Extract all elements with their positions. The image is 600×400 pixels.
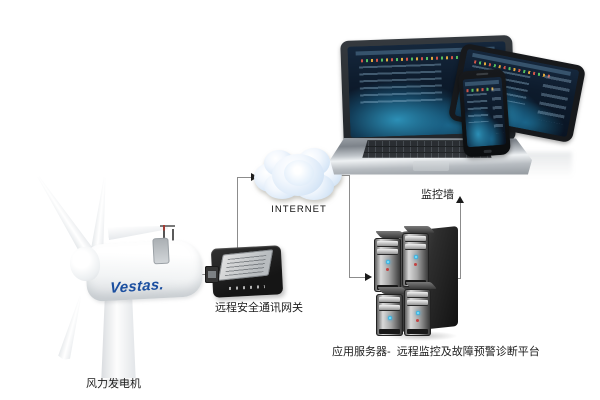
status-led: [416, 319, 419, 322]
dashboard-side-panel: [536, 74, 572, 125]
phone-home-button: [483, 149, 492, 154]
drive-bay: [407, 292, 428, 297]
gateway-port-markings: [228, 285, 265, 290]
dashboard-data-rows: [359, 63, 443, 105]
server-foot: [379, 329, 400, 334]
gateway-node: [210, 245, 284, 298]
drive-bay: [379, 297, 400, 302]
dashboard-header-bar: [464, 80, 500, 87]
connector-gateway-internet-horizontal: [237, 177, 253, 178]
status-led: [386, 268, 389, 271]
anemometer-icon: [172, 229, 174, 241]
wind-turbine-label: 风力发电机: [86, 378, 141, 390]
dashboard-status-dots: [466, 86, 494, 92]
dashboard-data-rows: [466, 92, 489, 123]
drive-bay: [405, 244, 426, 249]
drive-bay: [379, 305, 400, 310]
status-led: [414, 263, 417, 266]
anemometer-icon: [160, 225, 175, 227]
connector-servers-wall-vertical: [460, 203, 461, 279]
monitor-wall-node: [330, 28, 587, 190]
gateway-ethernet-port-icon: [205, 266, 219, 283]
turbine-shadow: [92, 377, 144, 387]
dashboard-side-panel: [491, 87, 504, 134]
power-led: [385, 260, 390, 264]
server-foot: [407, 329, 428, 334]
turbine-blade-icon: [57, 294, 87, 361]
server-top-face: [404, 282, 438, 289]
dashboard-screen: [462, 76, 507, 148]
server-tower-icon: [376, 294, 403, 336]
connector-gateway-internet-vertical: [237, 177, 238, 248]
cloud-puff: [284, 160, 314, 186]
gateway-plate-text: [224, 254, 267, 277]
internet-label: INTERNET: [271, 204, 327, 215]
connector-internet-servers-h1: [336, 175, 350, 176]
power-led: [415, 311, 420, 315]
dashboard-status-dots: [360, 55, 472, 63]
drive-bay: [405, 236, 426, 241]
smartphone-icon: [458, 68, 511, 158]
phone-speaker: [475, 72, 488, 76]
drive-bay: [377, 249, 398, 254]
keyboard-keys: [362, 140, 492, 158]
arrowhead-into-servers: [365, 273, 372, 281]
gateway-label-plate: [218, 249, 274, 281]
server-tower-icon: [402, 233, 429, 287]
gateway-port-inner: [208, 271, 216, 278]
drive-bay: [377, 241, 398, 246]
drive-bay: [407, 300, 428, 305]
server-tower-icon: [374, 238, 401, 292]
trackpad: [412, 160, 450, 172]
monitor-wall-label: 监控墙: [421, 189, 454, 201]
turbine-vent-icon: [152, 237, 170, 265]
arrowhead-into-monitor-wall: [456, 196, 464, 203]
server-top-face: [402, 226, 436, 233]
power-led: [387, 316, 392, 320]
gateway-label: 远程安全通讯网关: [215, 302, 303, 314]
turbine-tower-icon: [101, 296, 136, 378]
connector-internet-servers-h2: [349, 277, 367, 278]
anemometer-icon: [163, 225, 165, 241]
server-shadow: [386, 331, 458, 341]
app-server-label: 应用服务器- 远程监控及故障预警诊断平台: [332, 346, 540, 358]
connector-internet-servers-vertical: [349, 175, 350, 277]
internet-cloud-icon: [254, 146, 342, 202]
server-tower-icon: [404, 289, 431, 336]
power-led: [413, 255, 418, 259]
app-server-cluster-node: [372, 225, 464, 338]
